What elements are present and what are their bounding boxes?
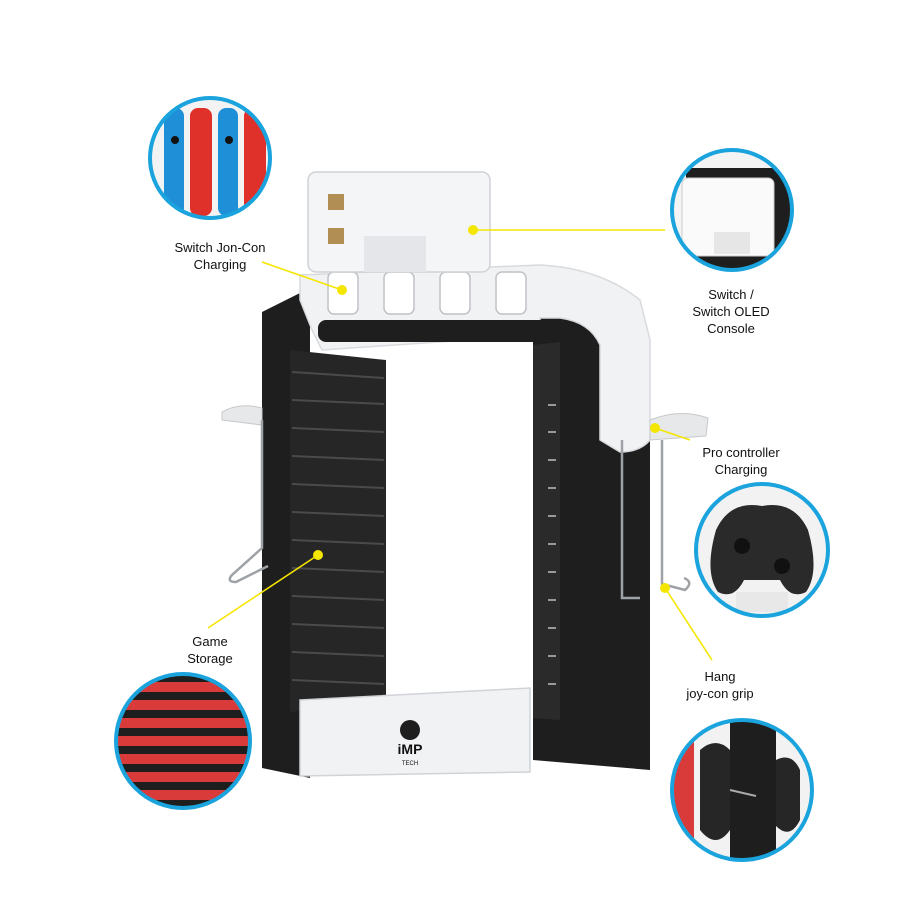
callout-line: Hang bbox=[704, 669, 736, 684]
detail-game-storage bbox=[114, 672, 252, 810]
left-hanger bbox=[221, 405, 263, 426]
usb-port bbox=[328, 228, 344, 244]
callout-line: Console bbox=[707, 321, 755, 336]
imp-tech-logo: iMP TECH bbox=[398, 720, 423, 767]
joycon-slots bbox=[327, 271, 527, 315]
callout-game-storage: Game Storage bbox=[160, 633, 260, 667]
callout-line: joy-con grip bbox=[686, 686, 754, 701]
callout-leaders bbox=[207, 229, 713, 661]
left-pillar-inner bbox=[290, 350, 386, 712]
game-storage-slots bbox=[291, 371, 385, 685]
callout-joycon-charging: Switch Jon-Con Charging bbox=[160, 239, 280, 273]
right-hook-wire bbox=[620, 440, 640, 600]
callout-line: Switch Jon-Con bbox=[174, 240, 266, 255]
charging-tower: iMP TECH bbox=[221, 171, 709, 778]
right-hook-wire bbox=[660, 440, 691, 592]
callout-line: Charging bbox=[193, 257, 247, 272]
right-pillar-ticks bbox=[548, 404, 556, 685]
right-hanger bbox=[649, 413, 709, 441]
right-pillar-inner bbox=[533, 342, 560, 720]
callout-switch-console: Switch / Switch OLED Console bbox=[676, 286, 786, 337]
detail-pro-controller bbox=[694, 482, 830, 618]
usb-port bbox=[328, 194, 344, 210]
detail-console bbox=[670, 148, 794, 272]
dock-connector-recess bbox=[364, 236, 426, 272]
callout-line: Switch / bbox=[708, 287, 754, 302]
callout-line: Storage bbox=[187, 651, 233, 666]
callout-line: Charging bbox=[714, 462, 768, 477]
callout-dots bbox=[313, 225, 670, 593]
callout-line: Switch OLED bbox=[692, 304, 770, 319]
callout-line: Game bbox=[192, 634, 228, 649]
detail-hang-grip bbox=[670, 718, 814, 862]
callout-line: Pro controller bbox=[702, 445, 780, 460]
logo-subtext: TECH bbox=[402, 761, 418, 767]
left-hook-wire bbox=[228, 420, 269, 584]
crossbar-slot bbox=[318, 320, 548, 342]
callout-pro-controller: Pro controller Charging bbox=[676, 444, 806, 478]
detail-joycons bbox=[148, 96, 272, 220]
logo-text: iMP bbox=[398, 741, 423, 757]
callout-hang-grip: Hang joy-con grip bbox=[660, 668, 780, 702]
